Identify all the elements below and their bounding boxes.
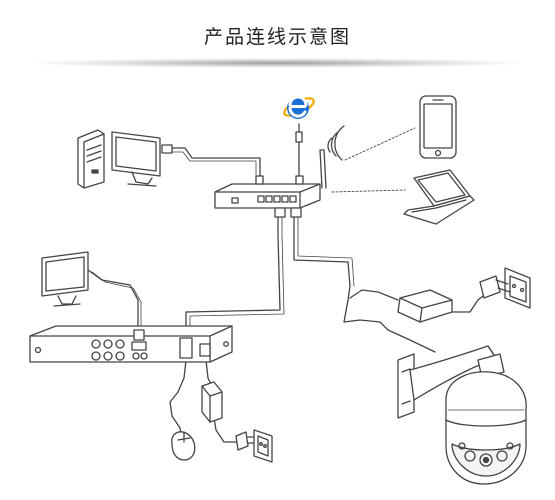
wifi-phone-link <box>344 127 416 161</box>
adapter-outlet-cable <box>447 291 489 313</box>
router-dvr-cable-inner <box>189 214 285 337</box>
monitor-dvr-cable <box>87 269 139 331</box>
ptz-camera-icon <box>397 345 527 485</box>
power-adapter-icon <box>397 289 453 323</box>
dvr-power-adapter-icon <box>201 381 223 423</box>
monitor-dvr-cable-inner <box>91 271 142 331</box>
mouse-icon <box>171 431 196 461</box>
pc-tower-icon <box>77 129 105 189</box>
camera-power-cable <box>349 289 399 301</box>
wall-outlet-icon <box>479 267 531 309</box>
adapter-plug-cable <box>213 417 237 443</box>
router-icon <box>214 125 345 218</box>
pc-monitor-icon <box>111 131 173 187</box>
router-camera-cable <box>293 214 436 353</box>
pc-router-cable-inner <box>171 151 257 179</box>
smartphone-icon <box>419 95 457 159</box>
pc-router-cable <box>171 147 261 179</box>
dvr-monitor-icon <box>41 251 89 307</box>
dvr-wall-outlet-icon <box>235 429 273 463</box>
dvr-mouse-cable <box>169 359 187 439</box>
dvr-adapter-cable <box>205 359 213 387</box>
router-camera-cable-inner <box>297 214 355 287</box>
title-underline <box>30 58 525 68</box>
internet-explorer-icon <box>283 95 315 119</box>
dvr-recorder-icon <box>29 325 233 363</box>
diagram-title: 产品连线示意图 <box>203 26 351 48</box>
ie-connector <box>295 131 303 143</box>
wifi-laptop-link <box>331 189 406 193</box>
router-dvr-cable <box>185 214 281 337</box>
laptop-icon <box>403 169 475 225</box>
